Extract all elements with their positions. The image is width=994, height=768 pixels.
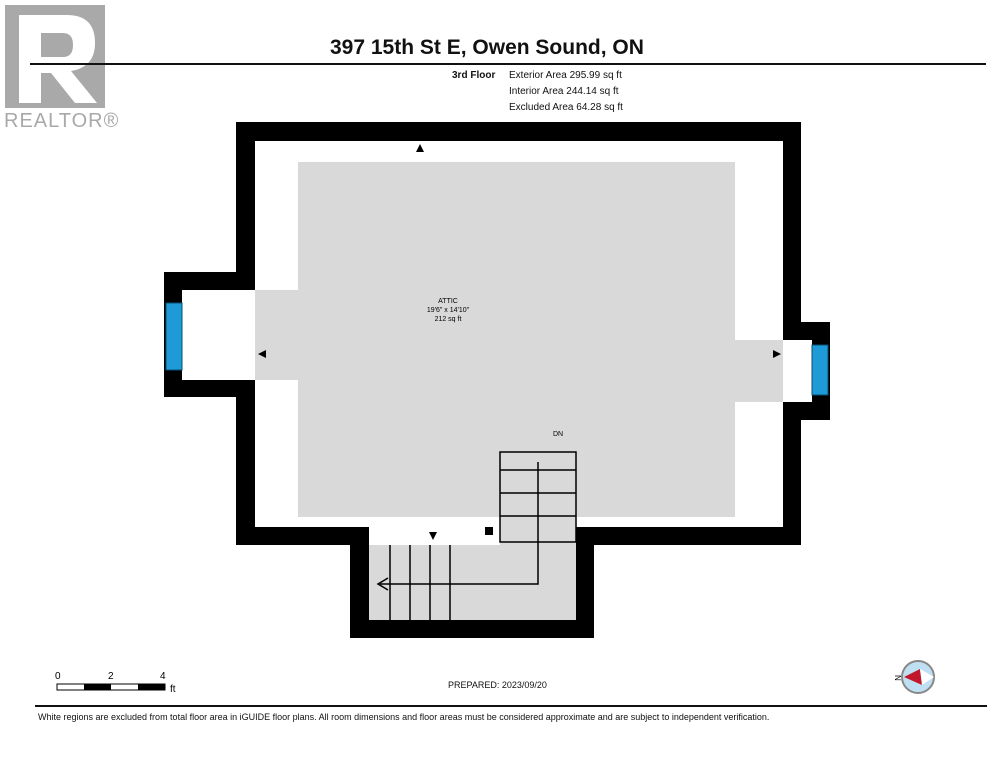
page-title: 397 15th St E, Owen Sound, ON [330,36,644,59]
disclaimer: White regions are excluded from total fl… [38,712,770,722]
floor-name: 3rd Floor [452,70,496,81]
header-divider [30,63,986,65]
door-arrow-left [258,350,266,358]
floor-area [255,162,783,620]
scale-tick-0: 0 [55,671,61,682]
interior-area: Interior Area 244.14 sq ft [509,86,619,97]
stairs-label: DN [553,431,563,438]
excluded-area: Excluded Area 64.28 sq ft [509,102,623,113]
compass-north-label: N [893,675,902,681]
scale-unit: ft [170,684,176,695]
compass-icon: N [893,660,935,694]
room-name: ATTIC [438,298,458,305]
window-left [165,302,183,371]
realtor-logo [5,5,105,108]
door-arrow-top [416,144,424,152]
realtor-r-icon [19,15,97,103]
window-right [811,344,829,396]
door-arrow-stairs [429,532,437,540]
post [485,527,493,535]
realtor-wordmark: REALTOR® [4,110,120,132]
room-dimensions: 19'6" x 14'10" [427,307,470,314]
door-arrow-right [773,350,781,358]
exterior-area: Exterior Area 295.99 sq ft [509,70,622,81]
scale-tick-4: 4 [160,671,166,682]
stairs [376,451,577,620]
footer-divider [35,705,987,707]
room-area: 212 sq ft [435,316,462,323]
scale-bar: 0 2 4 ft [55,671,176,695]
scale-tick-2: 2 [108,671,114,682]
prepared-date: PREPARED: 2023/09/20 [448,680,547,690]
